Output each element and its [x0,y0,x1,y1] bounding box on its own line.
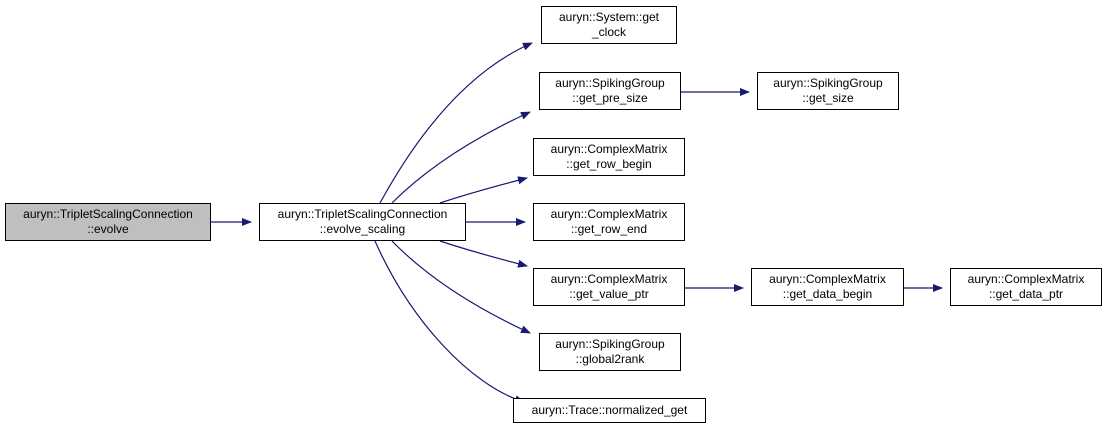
node-get-pre-size-line2: ::get_pre_size [572,91,648,105]
node-get-row-end-line2: ::get_row_end [570,222,648,236]
node-evolve: auryn::TripletScalingConnection ::evolve [5,203,211,241]
node-get-row-begin-line1: auryn::ComplexMatrix [550,142,668,156]
node-get-row-begin[interactable]: auryn::ComplexMatrix ::get_row_begin [533,138,685,176]
node-get-data-ptr[interactable]: auryn::ComplexMatrix ::get_data_ptr [950,268,1102,306]
node-normalized-get-line1: auryn::Trace::normalized_get [531,403,688,417]
node-get-pre-size[interactable]: auryn::SpikingGroup ::get_pre_size [539,72,681,110]
node-get-pre-size-line1: auryn::SpikingGroup [555,76,665,90]
node-get-size[interactable]: auryn::SpikingGroup ::get_size [757,72,899,110]
node-get-size-line2: ::get_size [802,91,854,105]
node-get-value-ptr-line1: auryn::ComplexMatrix [550,272,668,286]
node-global2rank-line2: ::global2rank [575,352,645,366]
node-get-clock-line1: auryn::System::get [558,10,660,24]
node-evolve-scaling-line1: auryn::TripletScalingConnection [277,207,448,221]
node-get-clock-line2: _clock [591,25,626,39]
edge-evolve-scaling-to-get-row-begin [439,176,528,204]
node-normalized-get[interactable]: auryn::Trace::normalized_get [513,398,706,423]
node-get-data-ptr-line1: auryn::ComplexMatrix [967,272,1085,286]
node-get-data-ptr-line2: ::get_data_ptr [988,287,1064,301]
node-get-row-end-line1: auryn::ComplexMatrix [550,207,668,221]
node-evolve-line1: auryn::TripletScalingConnection [23,207,193,221]
edge-evolve-scaling-to-normalized-get [374,240,525,404]
edge-evolve-scaling-to-global2rank [391,240,531,334]
node-get-value-ptr[interactable]: auryn::ComplexMatrix ::get_value_ptr [533,268,685,306]
edge-evolve-scaling-to-get-clock [379,42,533,204]
node-evolve-scaling-line2: ::evolve_scaling [319,222,406,236]
node-get-value-ptr-line2: ::get_value_ptr [569,287,649,301]
node-get-data-begin-line1: auryn::ComplexMatrix [769,272,886,286]
node-global2rank-line1: auryn::SpikingGroup [555,337,665,351]
node-get-data-begin-line2: ::get_data_begin [782,287,873,301]
node-get-row-end[interactable]: auryn::ComplexMatrix ::get_row_end [533,203,685,241]
node-get-clock[interactable]: auryn::System::get _clock [541,6,677,44]
edge-evolve-scaling-to-get-pre-size [391,111,531,204]
node-global2rank[interactable]: auryn::SpikingGroup ::global2rank [539,333,681,371]
node-get-size-line1: auryn::SpikingGroup [773,76,883,90]
node-evolve-scaling[interactable]: auryn::TripletScalingConnection ::evolve… [259,203,466,241]
node-get-row-begin-line2: ::get_row_begin [566,157,652,171]
node-get-data-begin[interactable]: auryn::ComplexMatrix ::get_data_begin [751,268,904,306]
node-evolve-line2: ::evolve [87,222,129,236]
edge-evolve-scaling-to-get-value-ptr [439,240,528,268]
